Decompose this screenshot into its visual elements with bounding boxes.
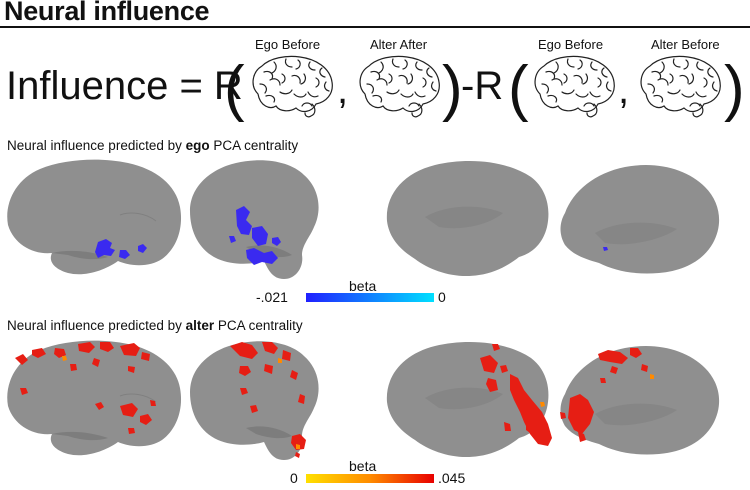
section-label-alter: Neural influence predicted by alter PCA … [7,318,303,333]
ego-brain-renders [6,159,720,279]
term-label-2: Alter After [370,37,428,52]
colorbar-ego [306,293,434,302]
ego-activation-clusters [95,206,608,265]
formula-close-paren-2: ) [724,54,745,123]
left-lateral-brain [6,340,182,456]
formula-lhs: Influence = R [6,64,243,108]
colorbar-min-ego: -.021 [256,289,288,305]
title-rule [0,26,750,28]
colorbar-alter [306,474,434,483]
alter-activation-clusters [15,342,648,458]
formula-comma-1: , [337,68,349,112]
alter-brain-renders [6,340,720,460]
figure-title: Neural influence [4,0,210,26]
formula-comma-2: , [618,68,630,112]
colorbar-label-alter: beta [349,458,377,474]
formula-open-paren-1: ( [224,54,245,123]
formula-open-paren-2: ( [508,54,529,123]
colorbar-max-ego: 0 [438,289,446,305]
section-label-ego: Neural influence predicted by ego PCA ce… [7,138,299,153]
colorbar-label-ego: beta [349,278,377,294]
term-label-3: Ego Before [538,37,604,52]
formula-close-paren-1: ) [442,54,463,123]
colorbar-min-alter: 0 [290,470,298,486]
right-medial-brain [560,165,720,274]
brain-icon [353,52,443,122]
left-lateral-brain [6,159,182,275]
term-label-1: Ego Before [255,37,321,52]
colorbar-max-alter: .045 [438,470,466,486]
formula-minus-r: -R [461,64,504,108]
brain-icon [634,52,724,122]
term-label-4: Alter Before [651,37,720,52]
alter-activation-low-clusters [62,356,654,449]
brain-icon [246,52,336,122]
left-medial-brain [386,161,549,277]
brain-icon [528,52,618,122]
